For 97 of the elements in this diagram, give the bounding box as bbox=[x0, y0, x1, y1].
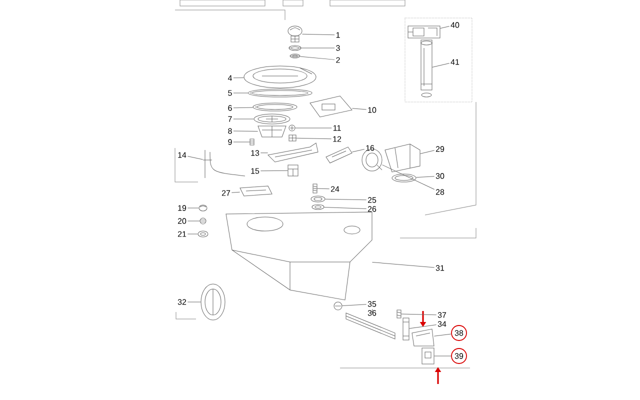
part-drawing bbox=[402, 318, 410, 340]
leader-line bbox=[187, 156, 204, 160]
callout-number: 11 bbox=[333, 125, 341, 131]
leader-line bbox=[416, 176, 435, 178]
part-drawing bbox=[268, 142, 318, 162]
part-drawing bbox=[200, 218, 206, 224]
part-drawing bbox=[258, 126, 286, 138]
leader-line bbox=[231, 192, 240, 193]
part-drawing bbox=[202, 150, 246, 178]
part-drawing bbox=[392, 174, 416, 182]
callout-number: 14 bbox=[178, 152, 186, 158]
callout-number: 24 bbox=[330, 186, 340, 192]
callout-number: 4 bbox=[228, 75, 232, 81]
callout-number: 41 bbox=[450, 59, 460, 65]
callout-number: 7 bbox=[228, 116, 232, 122]
leader-line bbox=[352, 149, 365, 152]
leader-line bbox=[233, 107, 254, 108]
leader-line bbox=[300, 56, 335, 60]
callout-number: 36 bbox=[368, 310, 376, 316]
part-drawing bbox=[288, 26, 302, 42]
leader-line bbox=[342, 304, 367, 306]
part-drawing bbox=[198, 230, 208, 238]
part-drawing bbox=[254, 114, 290, 124]
leader-line bbox=[382, 164, 435, 190]
callout-number: 21 bbox=[178, 231, 186, 237]
callout-number: 5 bbox=[228, 90, 232, 96]
part-drawing bbox=[408, 26, 440, 38]
leader-line bbox=[233, 130, 258, 132]
leader-line bbox=[440, 26, 450, 29]
callout-number: 29 bbox=[436, 146, 444, 152]
leader-line bbox=[324, 198, 367, 200]
part-drawing bbox=[200, 284, 226, 320]
leader-line bbox=[372, 262, 435, 268]
callout-number: 16 bbox=[366, 145, 374, 151]
callout-number: 12 bbox=[333, 136, 342, 142]
part-drawing bbox=[384, 144, 420, 172]
callout-number: 30 bbox=[436, 173, 444, 179]
callout-number: 31 bbox=[436, 265, 444, 271]
part-drawing bbox=[288, 45, 302, 51]
leader-line bbox=[302, 34, 335, 36]
leader-line bbox=[260, 152, 268, 154]
leader-line bbox=[187, 220, 200, 222]
callout-number: 35 bbox=[368, 301, 376, 307]
part-drawing bbox=[290, 54, 300, 58]
part-drawing bbox=[288, 124, 296, 132]
part-drawing bbox=[312, 184, 318, 194]
callout-number: 8 bbox=[228, 128, 232, 134]
leader-line bbox=[324, 206, 367, 210]
part-drawing bbox=[244, 66, 316, 88]
callout-number: 20 bbox=[178, 218, 186, 224]
callout-number: 3 bbox=[336, 45, 340, 51]
callout-number: 6 bbox=[228, 105, 232, 111]
part-drawing bbox=[288, 134, 296, 142]
callout-number: 27 bbox=[222, 190, 230, 196]
part-drawing bbox=[248, 88, 312, 98]
part-drawing bbox=[198, 204, 208, 212]
part-drawing bbox=[310, 196, 326, 202]
part-drawing bbox=[250, 138, 254, 146]
part-drawing bbox=[310, 96, 352, 118]
part-drawing bbox=[396, 310, 402, 318]
part-drawing bbox=[420, 40, 432, 98]
leader-line bbox=[408, 324, 437, 329]
leader-line bbox=[233, 77, 244, 78]
part-drawing bbox=[312, 204, 324, 210]
callout-number: 9 bbox=[228, 139, 232, 145]
leader-line bbox=[434, 334, 452, 336]
leader-line bbox=[233, 92, 248, 94]
leader-line bbox=[296, 138, 332, 140]
callout-number: 2 bbox=[336, 57, 340, 63]
callout-number: 28 bbox=[436, 189, 444, 195]
part-drawing bbox=[422, 348, 434, 364]
callout-number: 1 bbox=[336, 32, 340, 38]
callout-number: 32 bbox=[178, 299, 186, 305]
part-drawing bbox=[240, 186, 272, 196]
callout-number: 34 bbox=[438, 321, 446, 327]
leader-line bbox=[400, 314, 437, 316]
callout-number: 15 bbox=[251, 168, 260, 174]
callout-number: 10 bbox=[368, 107, 376, 113]
part-drawing bbox=[412, 328, 434, 346]
leader-line bbox=[352, 108, 367, 110]
callout-number: 40 bbox=[450, 22, 460, 28]
callout-number: 25 bbox=[368, 197, 376, 203]
leader-line bbox=[233, 118, 254, 120]
leader-line bbox=[260, 170, 288, 172]
leader-line bbox=[316, 188, 330, 190]
leader-line bbox=[432, 63, 450, 68]
part-drawing bbox=[334, 302, 342, 310]
callout-number: 26 bbox=[368, 206, 376, 212]
leader-line bbox=[420, 150, 435, 154]
part-drawing bbox=[252, 102, 298, 112]
part-drawing bbox=[326, 146, 352, 164]
callout-number: 19 bbox=[178, 205, 186, 211]
callout-number: 37 bbox=[438, 312, 446, 318]
callout-number: 13 bbox=[251, 150, 260, 156]
part-drawing bbox=[288, 164, 298, 176]
leader-line bbox=[372, 308, 373, 314]
part-drawing bbox=[226, 212, 372, 300]
